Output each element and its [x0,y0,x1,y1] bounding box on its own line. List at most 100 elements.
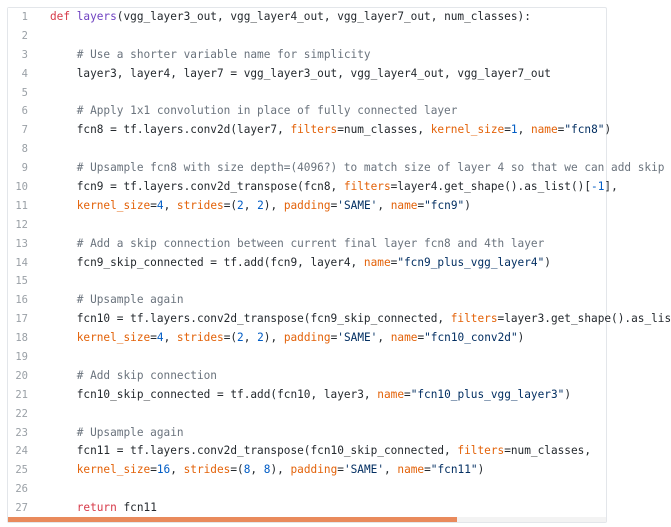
code-line: 3 # Use a shorter variable name for simp… [8,46,606,65]
line-code: def layers(vgg_layer3_out, vgg_layer4_ou… [50,8,531,27]
code-line: 14 fcn9_skip_connected = tf.add(fcn9, la… [8,254,606,273]
line-number: 5 [21,86,28,99]
code-line: 13 # Add a skip connection between curre… [8,235,606,254]
code-token: ), [263,331,284,345]
code-line: 25 kernel_size=16, strides=(8, 8), paddi… [8,461,606,480]
code-token: 8 [243,463,251,477]
code-token: , [170,463,184,477]
scrollbar-thumb[interactable] [8,517,457,522]
code-token: , [163,198,177,212]
code-token: name [377,387,404,401]
code-line: 23 # Upsample again [8,424,606,443]
code-block: 1 def layers(vgg_layer3_out, vgg_layer4_o… [7,7,671,523]
code-token: =num_classes, [504,444,592,458]
code-token: fcn11 = tf.layers.conv2d_transpose(fcn10… [50,444,458,458]
line-number: 2 [21,29,28,42]
line-number: 25 [15,464,28,477]
code-token: layers [76,10,117,23]
line-number: 1 [21,11,28,23]
line-code: fcn9 = tf.layers.conv2d_transpose(fcn8, … [50,178,618,197]
code-token: return [50,501,124,515]
code-line: 20 # Add skip connection [8,367,606,386]
line-number: 16 [15,294,28,307]
code-token: kernel_size [430,123,505,137]
code-token: ), [270,463,291,477]
code-token: filters [450,312,498,326]
code-token: = [424,463,431,477]
code-line: 18 kernel_size=4, strides=(2, 2), paddin… [8,329,606,348]
code-token: padding [283,331,331,345]
code-token: # Use a shorter variable name for simpli… [50,47,371,61]
code-token: = [150,463,157,477]
code-token: ) [517,331,525,345]
code-token: 4 [156,198,164,212]
code-token: , [250,463,264,477]
code-line: 12 [8,216,606,235]
code-token: -1 [591,180,605,194]
line-code: layer3, layer4, layer7 = vgg_layer3_out,… [50,65,551,84]
code-token: # Apply 1x1 convolution in place of full… [50,104,458,118]
code-token: , [243,198,258,212]
code-token: "fcn10_plus_vgg_layer3" [410,387,565,401]
code-token: 'SAME' [337,198,378,212]
code-token: =layer3.get_shape().as_lis [497,312,671,326]
code-token: "fcn10_conv2d" [424,331,518,345]
line-number: 9 [21,162,28,175]
line-code: kernel_size=4, strides=(2, 2), padding='… [50,197,471,216]
code-line: 15 [8,272,606,291]
line-number: 15 [15,275,28,288]
code-line: 24 fcn11 = tf.layers.conv2d_transpose(fc… [8,442,606,461]
line-number: 14 [15,256,28,269]
code-token: name [530,123,558,137]
code-token: = [504,123,511,137]
code-token: = [330,331,338,345]
code-token: = [330,198,338,212]
code-token: 'SAME' [343,463,385,477]
line-number: 17 [15,313,28,326]
code-token: strides [183,463,231,477]
code-token: , [243,331,258,345]
code-line: 16 # Upsample again [8,291,606,310]
code-line: 27 return fcn11 [8,499,606,518]
line-number: 13 [15,237,28,250]
code-token: = [404,387,411,401]
code-line: 26 [8,480,606,499]
code-token: 16 [156,463,171,477]
line-code: fcn9_skip_connected = tf.add(fcn9, layer… [50,254,551,273]
code-line: 9 # Upsample fcn8 with size depth=(4096?… [8,159,665,178]
code-token: ], [604,180,618,194]
code-token: (vgg_layer3_out, vgg_layer4_out, vgg_lay… [116,10,531,23]
line-code: kernel_size=16, strides=(8, 8), padding=… [50,461,485,480]
code-token: # Add a skip connection between current … [50,236,545,250]
code-token: ) [464,198,471,212]
code-token: =num_classes, [337,123,431,137]
line-code: # Add skip connection [50,367,217,386]
code-line: 7 fcn8 = tf.layers.conv2d(layer7, filter… [8,121,611,140]
code-token: kernel_size [50,198,151,212]
code-token: , [384,463,398,477]
code-line: 22 [8,405,606,424]
code-token: , [517,123,531,137]
code-token: = [417,198,425,212]
code-token: name [390,198,418,212]
line-code: # Upsample again [50,291,184,310]
line-code: # Add a skip connection between current … [50,235,545,254]
code-token: strides [176,198,224,212]
code-token: ) [544,255,551,269]
line-number: 12 [15,218,28,231]
line-number: 23 [15,426,28,439]
code-token: fcn9_skip_connected = tf.add(fcn9, layer… [50,255,364,269]
code-token: 2 [237,331,244,345]
code-token: =( [230,463,244,477]
code-token: ) [604,123,612,137]
code-token: filters [290,123,338,137]
line-number: 6 [21,105,28,118]
line-number: 27 [15,502,28,515]
horizontal-scrollbar[interactable] [8,517,606,522]
code-line: 10 fcn9 = tf.layers.conv2d_transpose(fcn… [8,178,617,197]
code-token: 2 [257,331,264,345]
code-token: name [390,331,418,345]
code-token: 2 [237,198,244,212]
code-token: strides [176,331,224,345]
line-number: 20 [15,369,28,382]
